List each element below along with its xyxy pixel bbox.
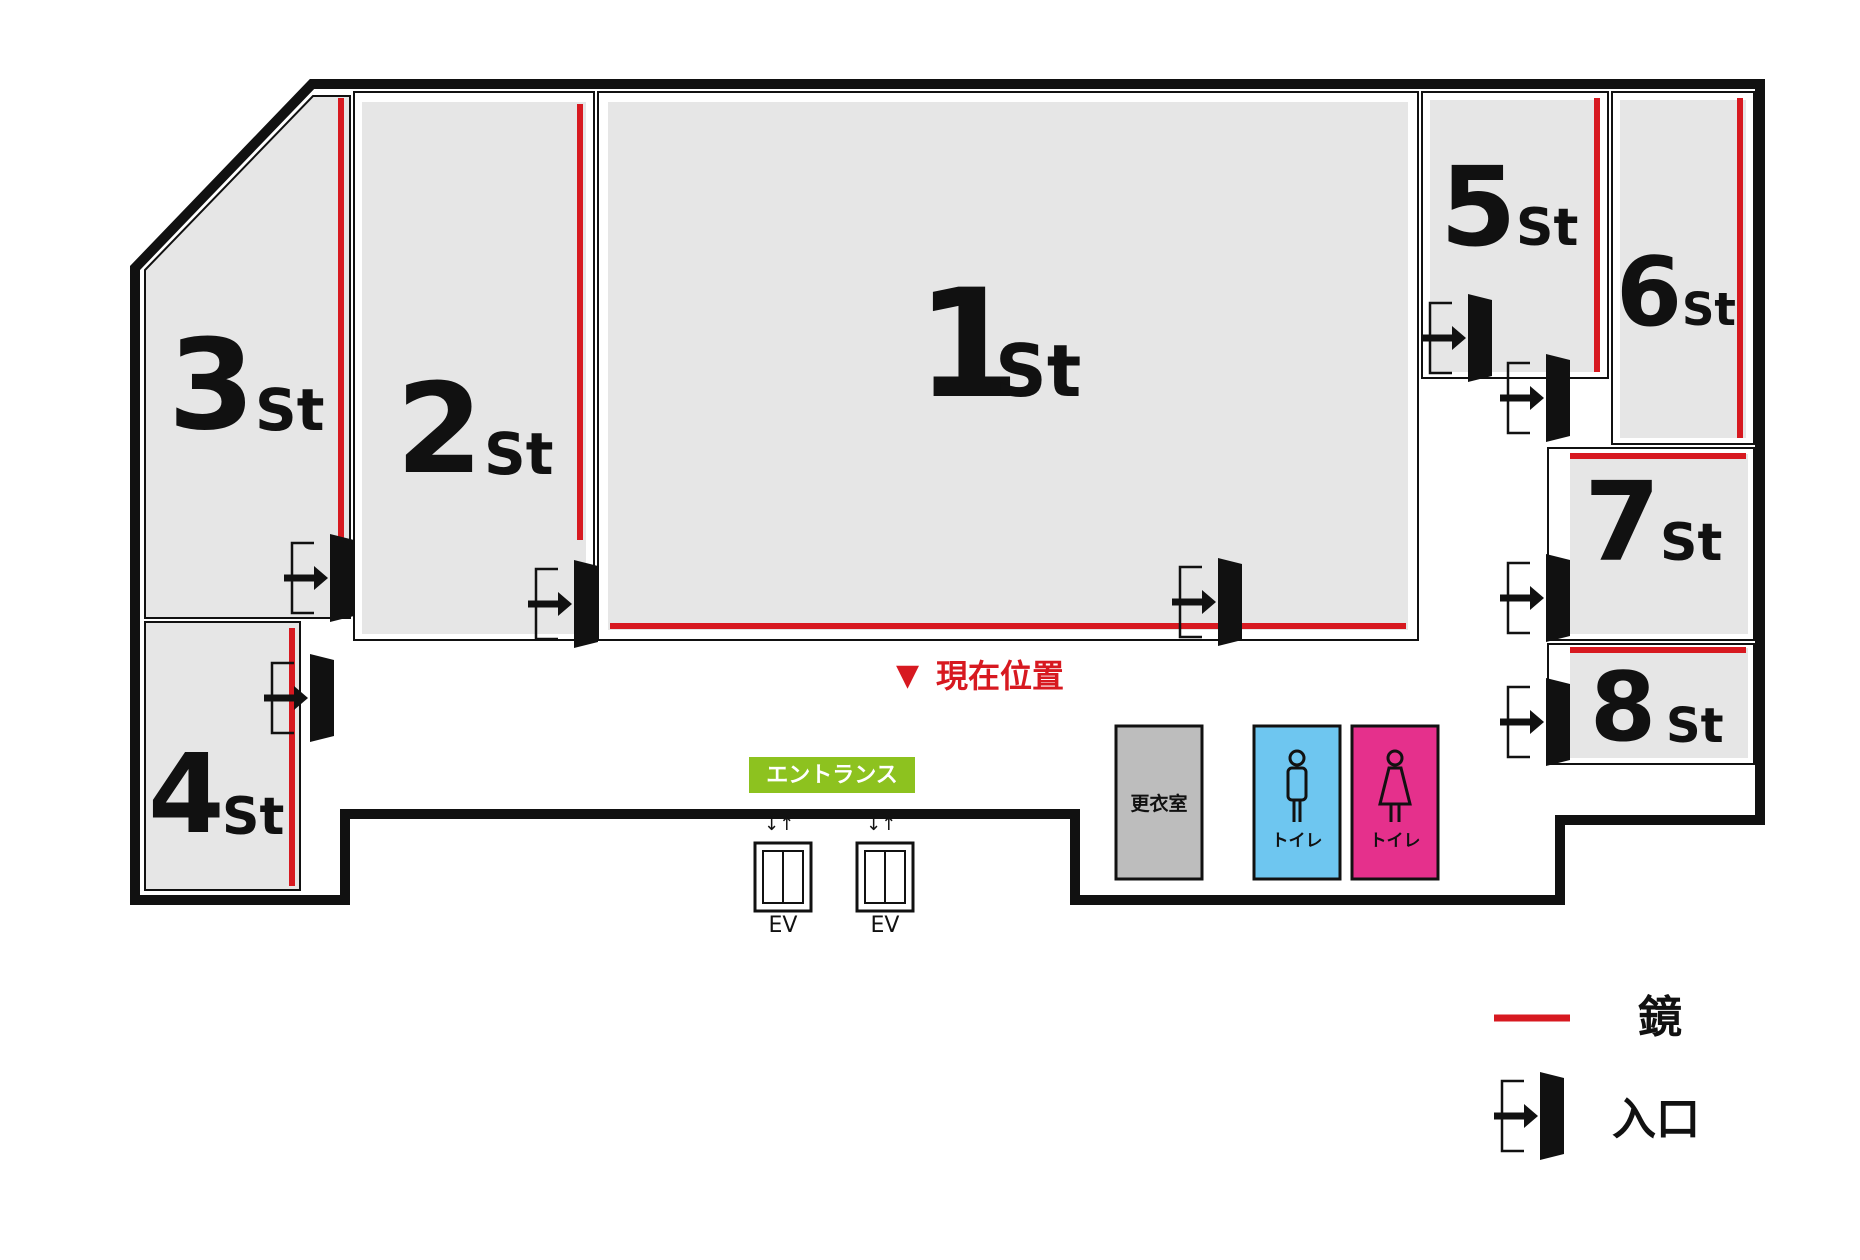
entrance[interactable]: エントランス (747, 755, 917, 795)
female-person-icon (1378, 749, 1412, 822)
studio-number: 8 (1590, 653, 1656, 763)
studio-8[interactable]: 8 St (1547, 643, 1755, 765)
elevator-2[interactable]: ↓↑ EV (855, 814, 915, 938)
locker-room-label: 更衣室 (1130, 792, 1187, 815)
elevator-arrows: ↓↑ (764, 814, 794, 835)
studio-6[interactable]: 6 St (1611, 91, 1755, 445)
studio-number: 6 (1616, 238, 1682, 348)
studio-1[interactable]: 1 St (597, 91, 1419, 641)
elevator-1[interactable]: ↓↑ EV (753, 814, 813, 938)
studio-3[interactable]: 3 St (144, 95, 351, 619)
legend-door-icon (1494, 1072, 1564, 1160)
studio-suffix: St (484, 420, 554, 488)
toilet-label: トイレ (1272, 831, 1323, 851)
studio-number: 5 (1440, 143, 1517, 271)
studio-suffix: St (1660, 513, 1722, 573)
legend-mirror-label: 鏡 (1638, 992, 1682, 1043)
studio-suffix: St (995, 329, 1081, 413)
toilet-women[interactable]: トイレ (1350, 724, 1440, 881)
studio-7[interactable]: 7 St (1547, 447, 1755, 641)
current-location-marker: ▼ (896, 658, 919, 693)
studio-suffix: St (1682, 283, 1736, 336)
studio-2[interactable]: 2 St (353, 91, 595, 641)
male-person-icon (1286, 749, 1308, 822)
elevator-arrows: ↓↑ (866, 814, 896, 835)
studio-4[interactable]: 4 St (144, 621, 301, 891)
studio-number: 1 (916, 258, 1020, 432)
studio-number: 2 (396, 357, 483, 502)
legend: 鏡 入口 (1494, 992, 1700, 1160)
studio-suffix: St (222, 787, 284, 847)
studio-5[interactable]: 5 St (1421, 91, 1609, 379)
current-location-label: 現在位置 (936, 657, 1064, 695)
entrance-label: エントランス (766, 763, 898, 788)
studio-suffix: St (255, 376, 325, 444)
locker-room[interactable]: 更衣室 (1114, 724, 1204, 881)
studio-suffix: St (1666, 698, 1724, 754)
studio-suffix: St (1516, 198, 1578, 258)
elevator-label: EV (769, 913, 798, 938)
legend-entrance-label: 入口 (1612, 1094, 1700, 1145)
toilet-men[interactable]: トイレ (1252, 724, 1342, 881)
elevator-label: EV (871, 913, 900, 938)
studio-number: 7 (1584, 458, 1661, 586)
studio-number: 3 (168, 313, 255, 458)
studio-number: 4 (148, 730, 225, 858)
toilet-label: トイレ (1370, 831, 1421, 851)
